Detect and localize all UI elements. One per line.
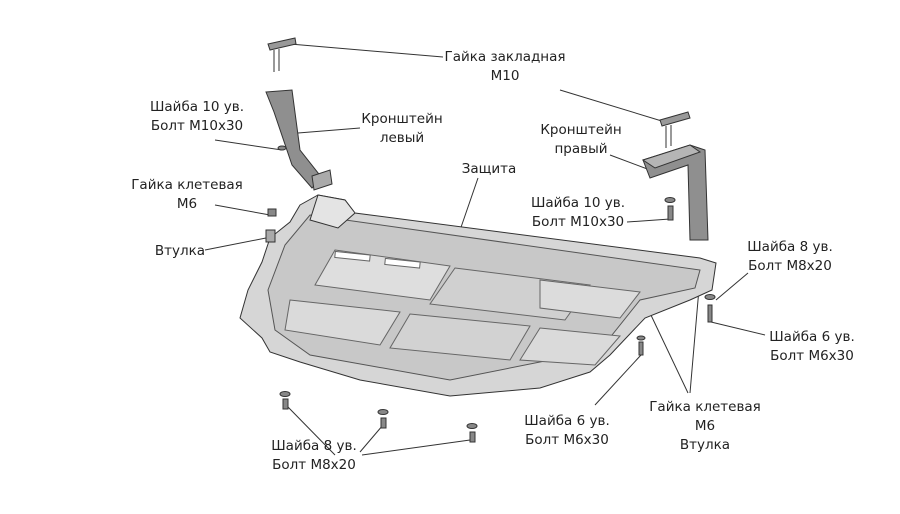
label-left-bracket: Кронштейн левый bbox=[361, 110, 442, 148]
label-text: Гайка закладная bbox=[444, 49, 566, 65]
label-text: Болт М6х30 bbox=[525, 432, 609, 448]
label-text: Гайка клетевая bbox=[649, 399, 761, 415]
label-left-washer-bolt: Шайба 10 ув. Болт М10х30 bbox=[150, 98, 244, 136]
embedded-nut-left bbox=[267, 37, 297, 72]
embedded-nut-right bbox=[659, 111, 691, 148]
bracket-right bbox=[641, 144, 709, 241]
label-text: Болт М6х30 bbox=[770, 348, 854, 364]
label-right-washer8-bolt: Шайба 8 ув. Болт М8х20 bbox=[747, 238, 833, 276]
label-text: М6 bbox=[176, 196, 198, 212]
label-text: левый bbox=[379, 130, 425, 146]
label-shield: Защита bbox=[462, 160, 517, 179]
label-text: Болт М8х20 bbox=[272, 457, 356, 473]
label-right-washer6-bolt: Шайба 6 ув. Болт М6х30 bbox=[769, 328, 855, 366]
label-text: Втулка bbox=[679, 437, 731, 453]
label-text: М6 bbox=[694, 418, 716, 434]
label-text: М10 bbox=[490, 68, 520, 84]
shield-part bbox=[239, 194, 717, 397]
label-text: Шайба 10 ув. bbox=[530, 195, 626, 211]
label-text: Болт М8х20 bbox=[748, 258, 832, 274]
label-text: Защита bbox=[461, 161, 517, 177]
fasteners bbox=[265, 145, 716, 443]
label-text: Гайка клетевая bbox=[131, 177, 243, 193]
label-text: Кронштейн bbox=[361, 111, 443, 127]
label-text: Шайба 8 ув. bbox=[271, 438, 357, 454]
label-bottom-washer6-bolt: Шайба 6 ув. Болт М6х30 bbox=[524, 412, 610, 450]
label-right-bracket: Кронштейн правый bbox=[540, 121, 621, 159]
label-text: Шайба 10 ув. bbox=[149, 99, 245, 115]
bracket-left bbox=[265, 89, 333, 191]
label-text: Болт М10х30 bbox=[531, 214, 625, 230]
label-right-washer-bolt: Шайба 10 ув. Болт М10х30 bbox=[531, 194, 625, 232]
label-bottom-washer8-bolt: Шайба 8 ув. Болт М8х20 bbox=[271, 437, 357, 475]
label-text: Болт М10х30 bbox=[150, 118, 244, 134]
label-text: Кронштейн bbox=[540, 122, 622, 138]
label-text: Шайба 8 ув. bbox=[747, 239, 833, 255]
label-text: Шайба 6 ув. bbox=[769, 329, 855, 345]
label-left-bushing: Втулка bbox=[155, 242, 205, 261]
label-text: Шайба 6 ув. bbox=[524, 413, 610, 429]
label-text: Втулка bbox=[154, 243, 206, 259]
label-text: правый bbox=[554, 141, 608, 157]
